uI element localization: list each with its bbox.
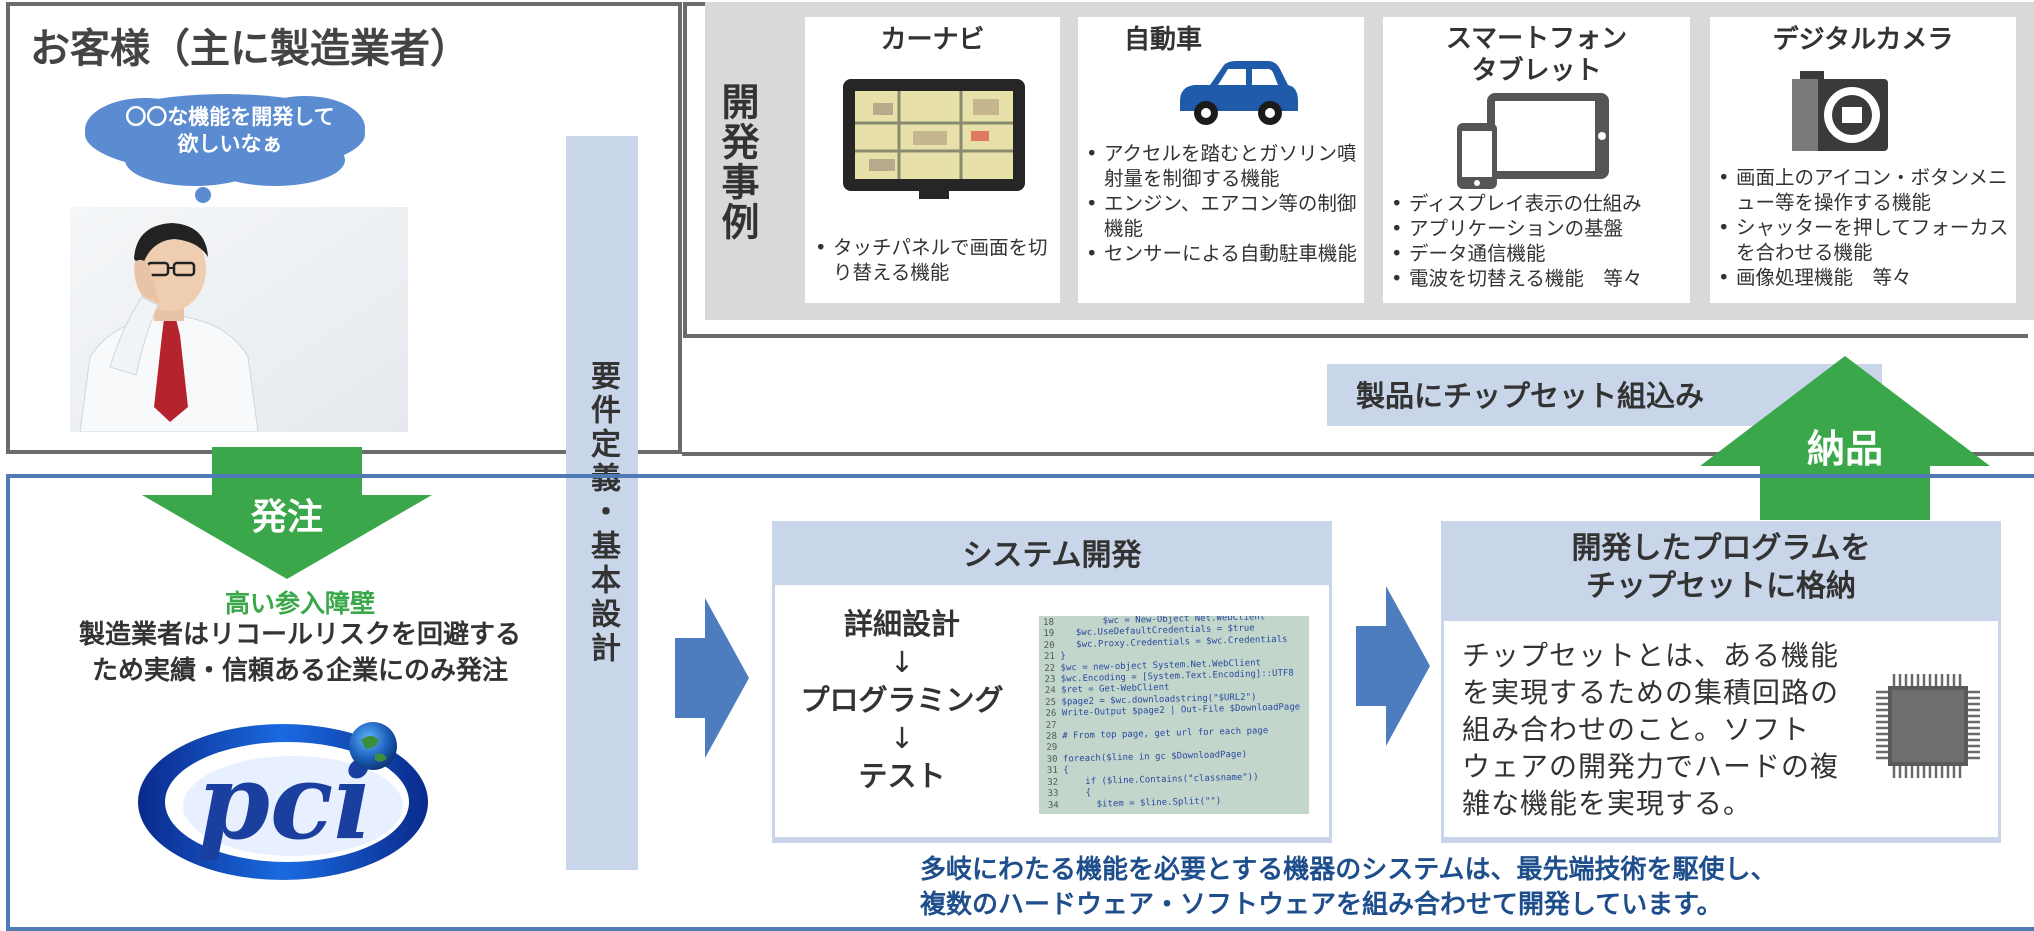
card-title: 自動車 xyxy=(1124,25,1203,55)
code-line-number: 34 xyxy=(1047,800,1065,811)
code-line-number: 33 xyxy=(1047,788,1065,800)
description-line: チップセットとは、ある機能 xyxy=(1462,639,1840,672)
code-line-number: 22 xyxy=(1044,663,1061,674)
barrier-line-1: 製造業者はリコールリスクを回避する xyxy=(78,620,521,650)
order-arrow xyxy=(142,447,432,579)
order-label: 発注 xyxy=(250,497,323,538)
chipset-embed-label: 製品にチップセット組込み xyxy=(1356,379,1705,413)
customer-title: お客様（主に製造業者） xyxy=(30,26,470,72)
example-card-smartphone: スマートフォン タブレット ディスプレイ表示の仕組み アプリケーションの基盤 デ… xyxy=(1383,17,1690,303)
chipset-store-title-line-1: 開発したプログラムを xyxy=(1571,531,1871,566)
code-line-number: 23 xyxy=(1044,674,1062,686)
car-icon xyxy=(1180,61,1298,125)
bullet-item: センサーによる自動駐車機能 xyxy=(1084,241,1360,266)
footer-line-1: 多岐にわたる機能を必要とする機器のシステムは、最先端技術を駆使し、 xyxy=(920,855,1777,885)
microchip-icon xyxy=(1876,674,1980,778)
chipset-store-title: 開発したプログラムを チップセットに格納 xyxy=(1441,530,2001,606)
requirements-bar xyxy=(566,136,638,870)
system-dev-steps: 詳細設計 ↓ プログラミング ↓ テスト xyxy=(778,605,1026,795)
card-title-line-1: スマートフォン xyxy=(1445,24,1628,54)
code-line-number: 21 xyxy=(1043,651,1061,663)
code-line-number: 27 xyxy=(1045,720,1063,731)
flow-arrow-2 xyxy=(1356,586,1430,746)
description-line: ウェアの開発力でハードの複 xyxy=(1462,750,1840,783)
step-test: テスト xyxy=(858,759,946,793)
bubble-line-2: 欲しいなぁ xyxy=(177,132,283,156)
thought-bubble-text: 〇〇な機能を開発して 欲しいなぁ xyxy=(90,104,370,158)
code-line-number: 25 xyxy=(1045,697,1062,708)
chipset-store-title-line-2: チップセットに格納 xyxy=(1586,569,1856,604)
code-line-number: 19 xyxy=(1043,628,1060,640)
car-navigation-icon xyxy=(843,79,1025,199)
code-line-number: 31 xyxy=(1046,765,1064,777)
divider-line xyxy=(682,452,2034,456)
code-line-number: 18 xyxy=(1043,617,1060,628)
bullet-item: タッチパネルで画面を切り替える機能 xyxy=(813,235,1053,285)
code-line-text: } xyxy=(1060,651,1066,662)
step-programming: プログラミング xyxy=(800,683,1004,717)
bullet-item: アクセルを踏むとガソリン噴射量を制御する機能 xyxy=(1084,141,1360,191)
barrier-line-2: ため実績・信頼ある企業にのみ発注 xyxy=(91,656,508,686)
pci-logo: pci xyxy=(138,722,428,880)
delivery-label: 納品 xyxy=(1806,427,1883,471)
description-line: を実現するための集積回路の xyxy=(1462,676,1840,709)
barrier-title: 高い参入障壁 xyxy=(224,589,375,618)
footer-text: 多岐にわたる機能を必要とする機器のシステムは、最先端技術を駆使し、 複数のハード… xyxy=(920,853,1776,923)
example-card-car-navigation: カーナビ タッチパネルで画面を切り替える機能 xyxy=(805,17,1060,303)
requirements-label: 要件定義・基本設計 xyxy=(585,360,620,666)
bullet-item: エンジン、エアコン等の制御機能 xyxy=(1084,191,1360,241)
card-title-line-2: タブレット xyxy=(1471,56,1602,86)
bullet-item: アプリケーションの基盤 xyxy=(1389,216,1685,241)
flow-arrow-1 xyxy=(675,598,749,758)
bullet-item: 電波を切替える機能 等々 xyxy=(1389,266,1685,291)
bullet-item: 画面上のアイコン・ボタンメニュー等を操作する機能 xyxy=(1716,165,2012,215)
example-card-digital-camera: デジタルカメラ 画面上のアイコン・ボタンメニュー等を操作する機能 シャッターを押… xyxy=(1710,17,2016,303)
code-line-number: 24 xyxy=(1044,685,1062,697)
delivery-arrow xyxy=(1700,356,1990,520)
code-line-number: 26 xyxy=(1045,708,1062,720)
step-arrow: ↓ xyxy=(889,721,915,755)
card-bullets: 画面上のアイコン・ボタンメニュー等を操作する機能 シャッターを押してフォーカスを… xyxy=(1716,165,2012,290)
smartphone-tablet-icon xyxy=(1457,93,1609,189)
example-card-car: 自動車 アクセルを踏むとガソリン噴射量を制御する機能 エンジン、エアコン等の制御… xyxy=(1078,17,1364,303)
card-title: デジタルカメラ xyxy=(1772,25,1954,55)
code-line-number: 20 xyxy=(1043,640,1061,651)
code-line-text: { xyxy=(1063,787,1092,799)
code-line-number: 32 xyxy=(1047,777,1064,788)
card-bullets: アクセルを踏むとガソリン噴射量を制御する機能 エンジン、エアコン等の制御機能 セ… xyxy=(1084,141,1360,266)
card-bullets: タッチパネルで画面を切り替える機能 xyxy=(813,235,1053,285)
businessman-thinking-image xyxy=(70,207,408,432)
bullet-item: データ通信機能 xyxy=(1389,241,1685,266)
company-frame xyxy=(6,474,2034,931)
code-line-number: 28 xyxy=(1045,731,1063,743)
step-detailed-design: 詳細設計 xyxy=(843,607,960,641)
thought-bubble-icon xyxy=(85,94,365,230)
bullet-item: ディスプレイ表示の仕組み xyxy=(1389,191,1685,216)
code-line-number: 30 xyxy=(1046,754,1064,765)
description-line: 組み合わせのこと。ソフト xyxy=(1462,713,1811,746)
bullet-item: シャッターを押してフォーカスを合わせる機能 xyxy=(1716,215,2012,265)
examples-vertical-label: 開発事例 xyxy=(715,82,759,242)
card-title: カーナビ xyxy=(880,25,985,55)
card-bullets: ディスプレイ表示の仕組み アプリケーションの基盤 データ通信機能 電波を切替える… xyxy=(1389,191,1685,291)
footer-line-2: 複数のハードウェア・ソフトウェアを組み合わせて開発しています。 xyxy=(920,890,1723,920)
code-line-text: { xyxy=(1063,765,1069,776)
code-line-number: 29 xyxy=(1046,743,1063,754)
digital-camera-icon xyxy=(1792,71,1888,151)
bubble-line-1: 〇〇な機能を開発して xyxy=(125,105,335,129)
pci-logo-text: pci xyxy=(197,740,373,863)
card-title: スマートフォン タブレット xyxy=(1383,23,1690,87)
barrier-text: 製造業者はリコールリスクを回避する ため実績・信頼ある企業にのみ発注 xyxy=(20,617,580,689)
system-dev-title: システム開発 xyxy=(962,538,1142,573)
chipset-description: チップセットとは、ある機能 を実現するための集積回路の 組み合わせのこと。ソフト… xyxy=(1462,637,1839,822)
description-line: 雑な機能を実現する。 xyxy=(1462,787,1753,820)
step-arrow: ↓ xyxy=(889,645,915,679)
bullet-item: 画像処理機能 等々 xyxy=(1716,265,2012,290)
